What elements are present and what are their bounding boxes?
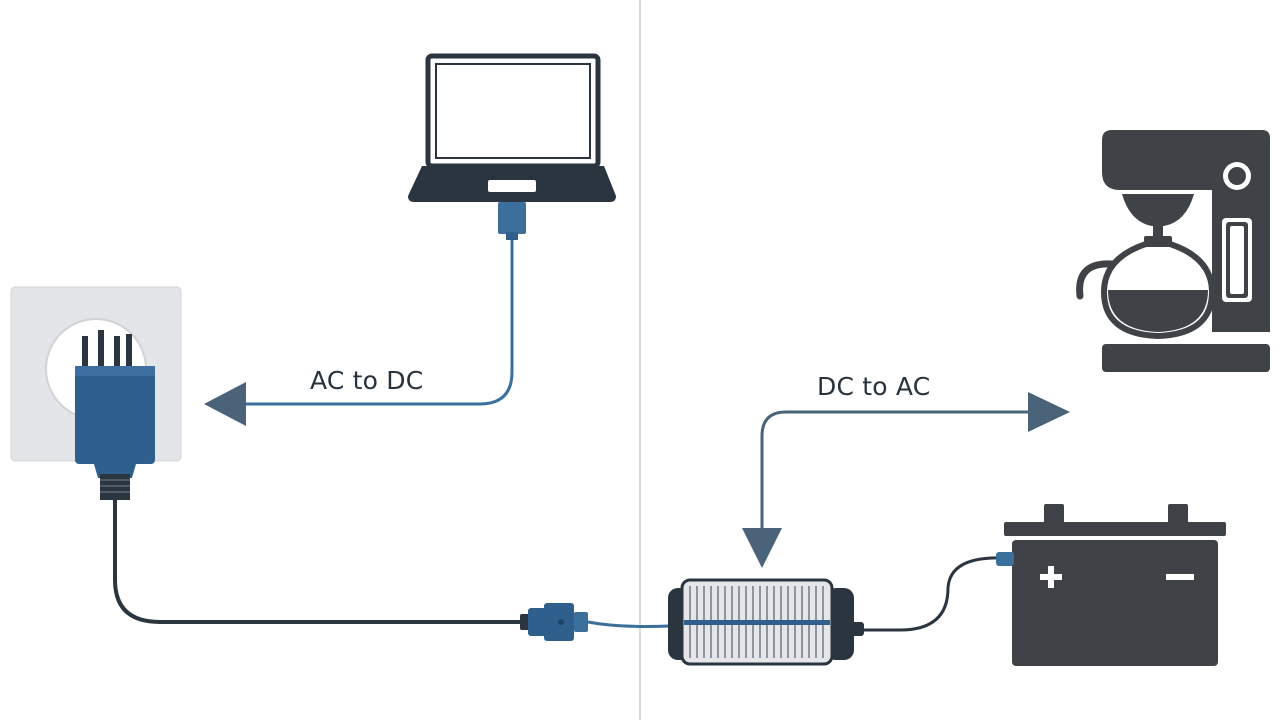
battery-cable-clip: [996, 552, 1014, 566]
battery-cable: [864, 556, 1005, 632]
power-inverter-icon: [668, 578, 864, 666]
dc-to-ac-label: DC to AC: [817, 372, 931, 401]
ac-to-dc-label: AC to DC: [310, 366, 424, 395]
coffee-maker-icon: [1076, 130, 1270, 372]
arrow-left-head: [204, 382, 246, 426]
adapter-cable: [113, 500, 526, 624]
car-battery-icon: [1004, 504, 1226, 666]
power-adapter-icon: [75, 330, 155, 500]
arrow-down-head: [742, 528, 782, 568]
dc-ac-route-line: [760, 410, 1030, 535]
cable-connector: [520, 603, 588, 641]
connector-to-inverter-cable: [587, 620, 671, 628]
arrow-right-head: [1028, 392, 1070, 432]
laptop-cable: [240, 240, 514, 406]
laptop-icon: [408, 53, 616, 240]
